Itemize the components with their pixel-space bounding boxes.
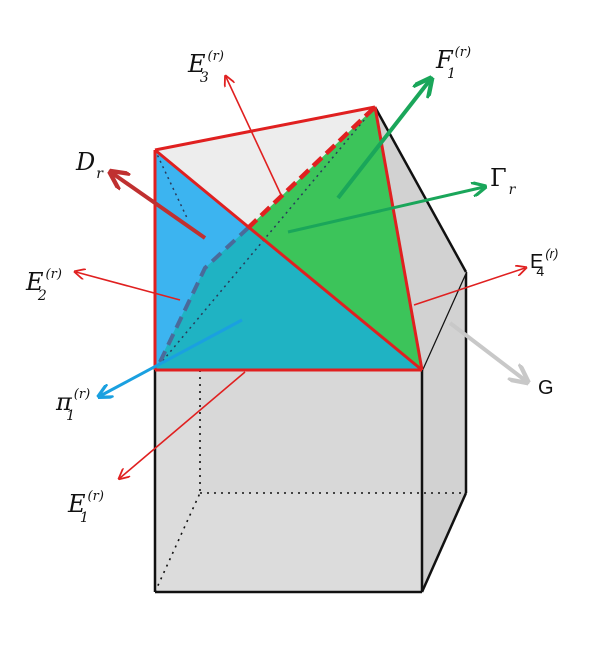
arrow-E4 xyxy=(413,268,525,306)
hidden-dot-2 xyxy=(154,149,189,221)
label-pi1: π(r)1 xyxy=(55,387,90,424)
arrow-G xyxy=(448,321,526,381)
arrow-E1 xyxy=(120,371,246,478)
arrow-E2 xyxy=(76,272,181,301)
label-E3: E(r)3 xyxy=(187,49,224,86)
wedge-right-face xyxy=(375,107,466,370)
red-edge-right xyxy=(373,106,424,371)
label-E1: E(r)1 xyxy=(67,489,104,526)
label-Dr: Dr xyxy=(75,148,104,182)
red-edges xyxy=(153,105,424,372)
arrow-E3 xyxy=(226,77,283,198)
dashed-curve xyxy=(158,226,250,363)
label-G: G xyxy=(538,377,554,399)
red-edge-dashed xyxy=(246,105,377,230)
teal-face xyxy=(155,228,422,370)
wedge-right-edge xyxy=(373,106,468,273)
label-F1: F(r)1 xyxy=(435,45,471,82)
arrow-Gamma xyxy=(287,187,484,234)
box-side-bottom-edge xyxy=(420,492,468,593)
arrow-pi1 xyxy=(100,318,243,396)
green-face xyxy=(248,107,422,370)
label-E2: E(r)2 xyxy=(25,267,62,304)
label-E4: E(r)4 xyxy=(530,246,558,279)
red-edge-top xyxy=(154,105,376,152)
arrow-Dr xyxy=(112,173,207,240)
red-edge-diag xyxy=(154,148,423,372)
arrow-F1 xyxy=(336,80,430,200)
